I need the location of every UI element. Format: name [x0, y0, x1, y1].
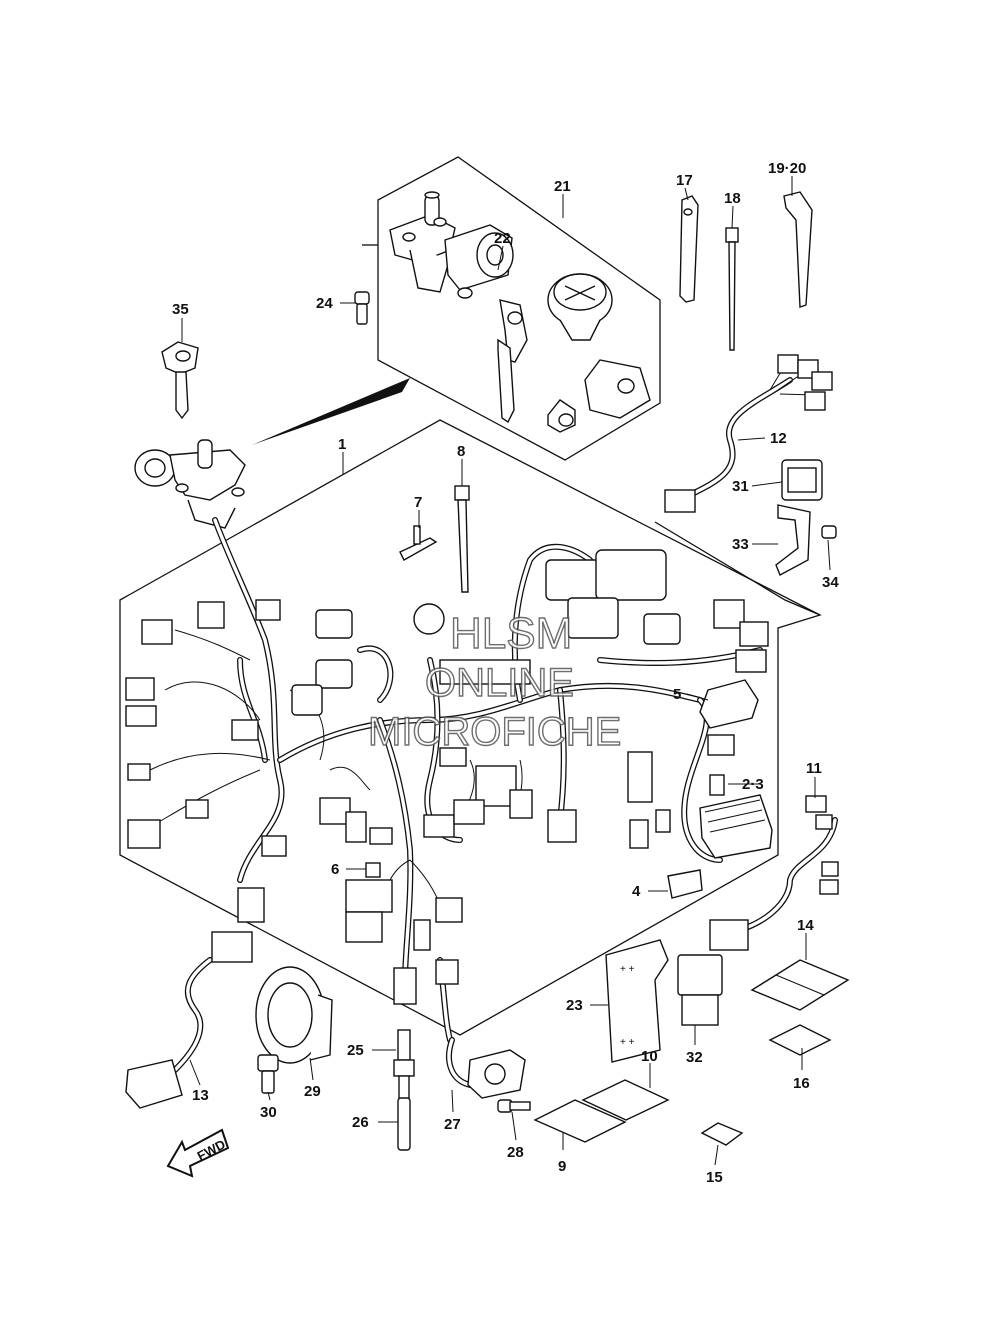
pad-10: [581, 1079, 670, 1121]
ignition-set-box: [362, 156, 661, 461]
callout-23: 23: [566, 997, 583, 1014]
callout-35: 35: [172, 301, 189, 318]
tie-8: [454, 485, 470, 593]
watermark: HLSM ONLINE MICROFICHE: [367, 608, 622, 754]
callout-27: 27: [444, 1116, 461, 1133]
callout-28: 28: [507, 1144, 524, 1161]
callout-leaders: [181, 176, 831, 1166]
bracket-33: [775, 504, 811, 576]
svg-text:+ +: + +: [620, 1037, 635, 1048]
ignition-switch-assembly: [389, 191, 514, 299]
callout-10: 10: [641, 1048, 658, 1065]
pad-16: [768, 1024, 832, 1056]
callout-15: 15: [706, 1169, 723, 1186]
seat-lock-cylinder: [547, 359, 651, 433]
screw-34: [821, 525, 837, 539]
pad-9: [533, 1099, 627, 1143]
pad-15: [700, 1122, 744, 1146]
callout-8: 8: [457, 443, 465, 460]
callout-13: 13: [192, 1087, 209, 1104]
screw-24: [354, 291, 370, 325]
callout-29: 29: [304, 1083, 321, 1100]
leader-wedge: [252, 378, 410, 445]
fuse-6: [365, 862, 381, 878]
callout-7: 7: [414, 494, 422, 511]
callout-1: 1: [338, 436, 346, 453]
sub-harness-11: [709, 795, 839, 951]
callout-26: 26: [352, 1114, 369, 1131]
pad-14: [750, 959, 850, 1011]
switch-25: [393, 1029, 415, 1105]
svg-text:+ +: + +: [620, 964, 635, 975]
callout-32: 32: [686, 1049, 703, 1066]
relay-31: [781, 459, 823, 501]
callout-30: 30: [260, 1104, 277, 1121]
callout-5: 5: [673, 686, 681, 703]
callout-31: 31: [732, 478, 749, 495]
clamp-17: [679, 195, 699, 303]
fuse-2-3: [709, 774, 725, 796]
callout-17: 17: [676, 172, 693, 189]
callout-34: 34: [822, 574, 839, 591]
callout-24: 24: [316, 295, 333, 312]
callout-33: 33: [732, 536, 749, 553]
cable-tie-18: [725, 227, 739, 351]
callout-labels: 1 2·3 4 5 6 7 8 9 10 11 12 13 14 15 16 1…: [172, 160, 839, 1186]
horn-29: [255, 966, 333, 1064]
fwd-label: FWD: [195, 1136, 228, 1163]
callout-25: 25: [347, 1042, 364, 1059]
screw-28: [497, 1099, 531, 1113]
callout-19-20: 19·20: [768, 160, 806, 177]
handle-lock-body: [134, 439, 246, 529]
callout-4: 4: [632, 883, 641, 900]
callout-12: 12: [770, 430, 787, 447]
callout-22: 22: [494, 230, 511, 247]
switch-26: [397, 1097, 411, 1151]
fuel-cap-lock: [547, 273, 613, 341]
callout-14: 14: [797, 917, 814, 934]
callout-11: 11: [806, 760, 822, 777]
callout-16: 16: [793, 1075, 810, 1092]
callout-2-3: 2·3: [742, 776, 764, 793]
watermark-line2: ONLINE: [425, 661, 574, 705]
sub-harness-box: [654, 521, 821, 616]
main-harness-box: [119, 419, 822, 1036]
watermark-line3: MICROFICHE: [368, 710, 621, 754]
callout-6: 6: [331, 861, 339, 878]
clamp-7: [399, 525, 438, 561]
clamp-19-20: [783, 191, 813, 308]
cover-5: [699, 679, 759, 729]
callout-18: 18: [724, 190, 741, 207]
relay-32: [677, 954, 723, 1026]
callout-21: 21: [554, 178, 571, 195]
fwd-arrow: FWD: [166, 1128, 230, 1178]
bolt-30: [257, 1054, 279, 1094]
ignition-key: [497, 299, 528, 424]
cover-4: [667, 869, 703, 899]
callout-9: 9: [558, 1158, 566, 1175]
watermark-line1: HLSM: [450, 609, 572, 658]
sub-harness-13: [125, 931, 253, 1109]
spare-key: [161, 341, 199, 420]
sensor-27: [446, 1037, 526, 1099]
fuse-box: [699, 794, 773, 859]
main-harness-connectors: [125, 549, 769, 1005]
sub-harness-12: [664, 354, 833, 513]
plate-23: + + + +: [605, 939, 669, 1063]
